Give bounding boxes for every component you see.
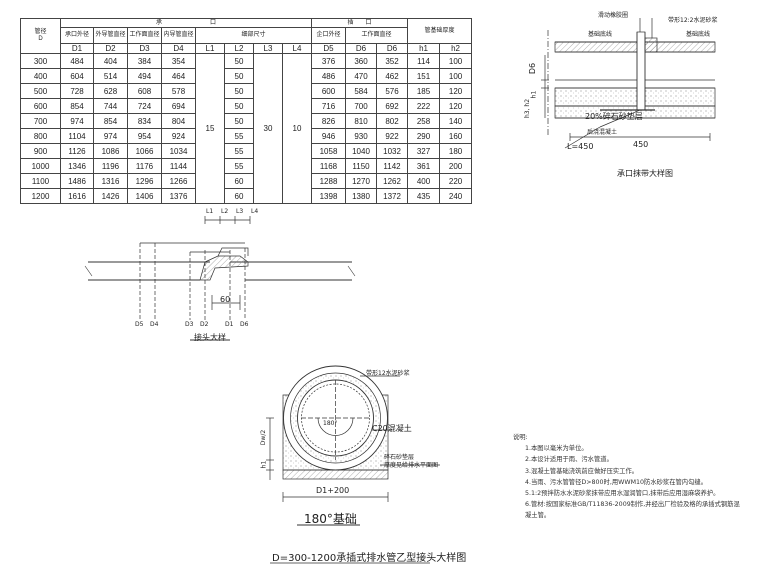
label-sand: 20%碎石砂垫层: [585, 112, 643, 121]
joint-l3: L3: [236, 208, 244, 215]
label-band: 带形12:2水泥砂浆: [668, 17, 718, 24]
section-label-base-note: 厚度见给排水平面图: [384, 462, 439, 469]
table-cell: 1034: [161, 143, 196, 159]
section-width: D1+200: [316, 486, 350, 495]
drawing-title: D=300-1200承插式排水管乙型接头大样图: [272, 553, 467, 564]
note-item: 1.本图以毫米为单位。: [525, 445, 588, 453]
notes: 说明: 1.本图以毫米为单位。 2.本设计适用于雨、污水管道。 3.混凝土管基础…: [513, 432, 753, 522]
section-label-sand: 碎石砂垫层: [384, 454, 415, 461]
note-item: 4.当雨、污水管管径D>800时,用WWM10防水砂浆在管内勾缝。: [525, 478, 707, 486]
section-caption: 180°基础: [304, 512, 357, 526]
label-dim-450: 450: [633, 140, 649, 149]
table-cell: 240: [439, 188, 473, 204]
joint-l1: L1: [206, 208, 214, 215]
table-cell: 15: [195, 53, 225, 204]
label-h3h2: h3, h2: [524, 98, 532, 119]
joint-d5: D5: [135, 321, 144, 328]
joint-d2: D2: [200, 321, 209, 328]
label-base-line-right: 基础底线: [686, 31, 711, 38]
table-cell: 10: [281, 53, 313, 204]
table-cell: 100: [439, 53, 473, 69]
section-label-c20: C20混凝土: [372, 424, 412, 433]
note-item: 2.本设计适用于雨、污水管道。: [525, 456, 613, 464]
note-item: 3.混凝土管基础浇筑前应做好压实工作。: [525, 467, 639, 475]
table-cell: 50: [224, 68, 254, 84]
joint-caption: 接头大样: [194, 333, 226, 342]
section-detail: [266, 365, 440, 526]
section-label-band: 带形12水泥砂浆: [366, 370, 410, 377]
label-post-pour: 后浇混凝土: [587, 129, 618, 136]
note-item: 凝土管。: [525, 512, 551, 520]
joint-d4: D4: [150, 321, 159, 328]
note-item: 5.1:2预拌防水水泥砂浆抹带应用水湿润管口,抹带后应用湿麻袋养护。: [525, 490, 720, 498]
joint-d3: D3: [185, 321, 194, 328]
joint-d1: D1: [225, 321, 234, 328]
section-dw: Dw/2: [260, 429, 268, 446]
table-cell: 120: [439, 98, 473, 114]
section-h1: h1: [260, 460, 268, 469]
table-cell: 1372: [376, 188, 409, 204]
notes-heading: 说明:: [513, 434, 528, 441]
label-h1: h1: [530, 90, 538, 99]
joint-dim-60: 60: [220, 295, 231, 304]
table-cell: 60: [224, 188, 254, 204]
label-ring: 滑动橡胶圈: [598, 12, 629, 19]
joint-l4: L4: [251, 208, 259, 215]
socket-band-detail: [541, 18, 716, 149]
label-d6: D6: [528, 62, 538, 75]
label-length: L=450: [567, 142, 594, 151]
joint-l2: L2: [221, 208, 229, 215]
table-cell: 1376: [161, 188, 196, 204]
joint-detail: [84, 216, 356, 341]
socket-band-caption: 承口抹带大样图: [617, 169, 673, 178]
section-angle: 180°: [323, 420, 338, 427]
note-item: 6.管材:按国家标准GB/T11836-2009制作,并经出厂检验及格的承插式钢…: [525, 501, 740, 509]
label-base-line-left: 基础底线: [588, 31, 613, 38]
joint-d6: D6: [240, 321, 249, 328]
